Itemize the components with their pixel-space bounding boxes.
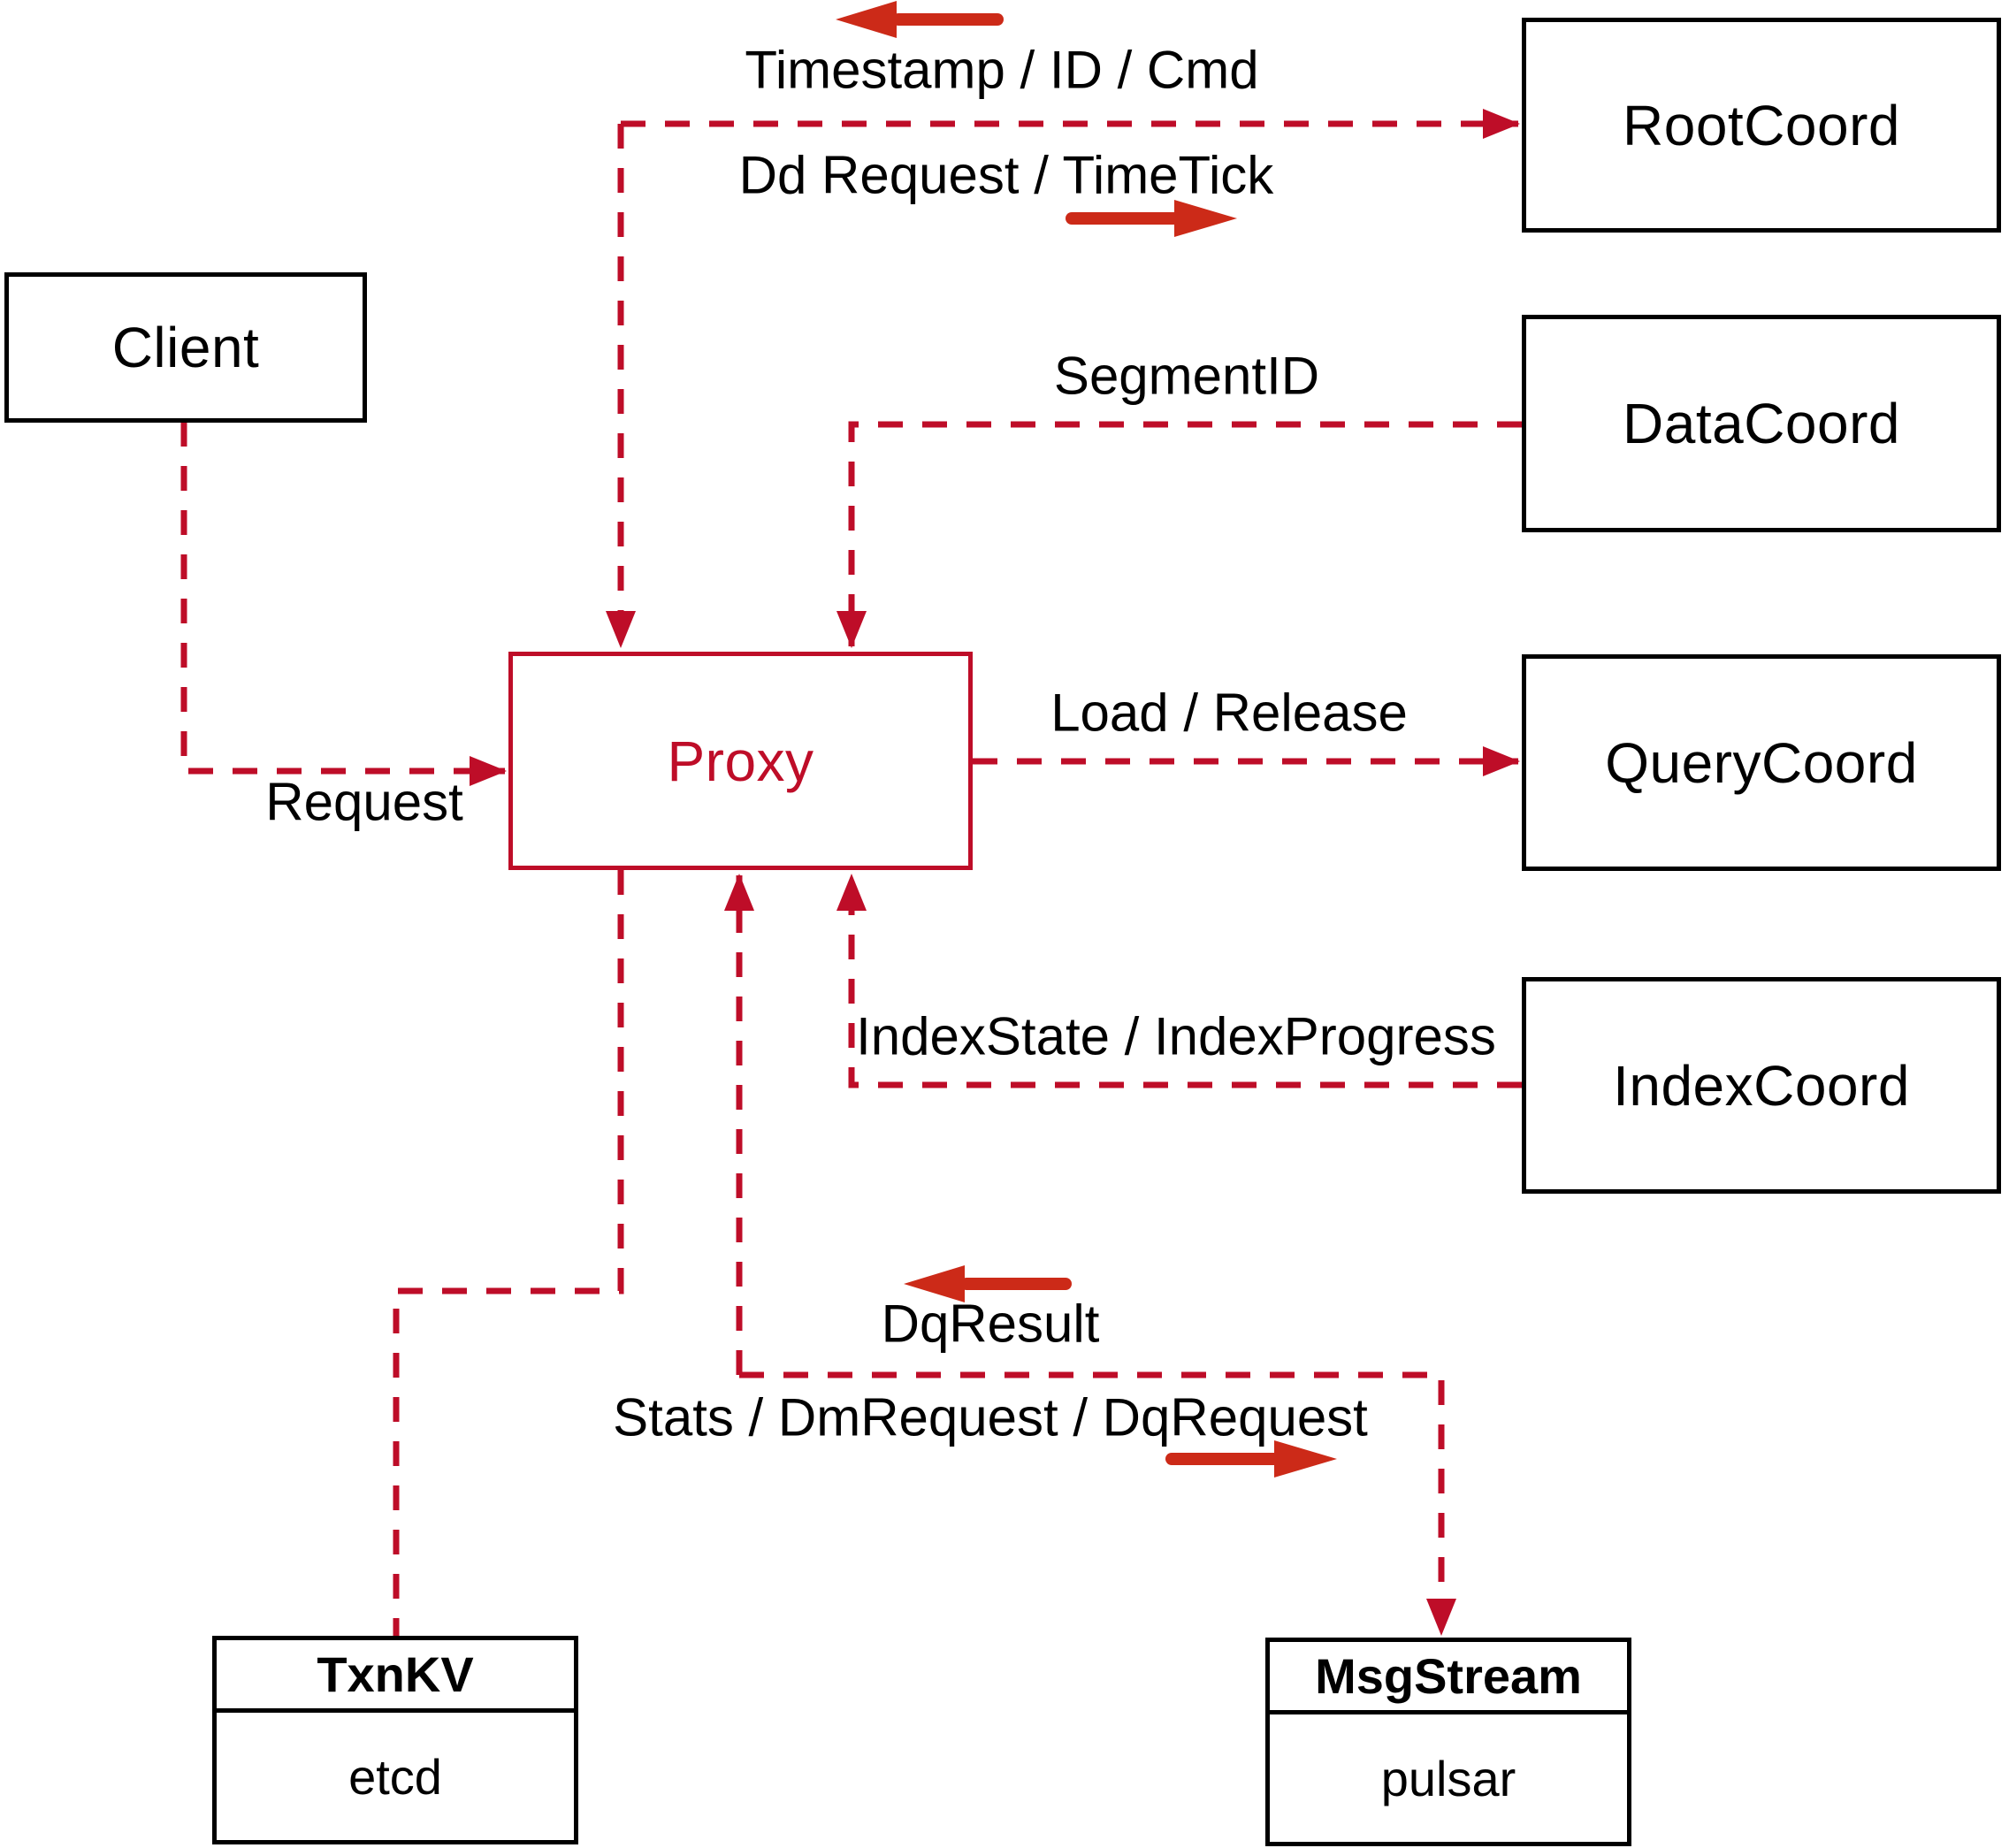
txnkv-subtitle: etcd: [348, 1748, 442, 1805]
client-to-proxy-connector: [180, 422, 507, 786]
proxy-to-msgstream-connector: [739, 1371, 1456, 1636]
edge-label-stats-dmrequest-dqrequest: Stats / DmRequest / DqRequest: [613, 1387, 1368, 1447]
client-label: Client: [111, 316, 260, 379]
edge-label-dqresult: DqResult: [881, 1294, 1100, 1354]
edge-label-load-release: Load / Release: [1050, 683, 1408, 743]
datacoord-to-proxy-connector: [836, 421, 1522, 648]
edge-label-dd-request-timetick: Dd Request / TimeTick: [738, 145, 1274, 205]
msgstream-node: MsgStream pulsar: [1265, 1638, 1631, 1846]
datacoord-label: DataCoord: [1623, 392, 1900, 455]
datacoord-node: DataCoord: [1522, 315, 2001, 532]
edge-label-indexstate-indexprogress: IndexState / IndexProgress: [856, 1006, 1496, 1066]
indexcoord-to-proxy-connector: [836, 874, 1522, 1088]
proxy-to-txnkv-connector: [393, 870, 624, 1636]
edge-label-timestamp-id-cmd: Timestamp / ID / Cmd: [745, 40, 1259, 100]
left-arrow-icon: [904, 1265, 1072, 1302]
msgstream-title: MsgStream: [1270, 1642, 1627, 1714]
msgstream-subtitle: pulsar: [1380, 1750, 1516, 1806]
rootcoord-node: RootCoord: [1522, 18, 2001, 233]
querycoord-node: QueryCoord: [1522, 654, 2001, 871]
rootcoord-label: RootCoord: [1623, 93, 1900, 157]
edge-label-request: Request: [265, 772, 463, 832]
right-arrow-icon: [1066, 200, 1237, 237]
indexcoord-label: IndexCoord: [1613, 1053, 1910, 1118]
right-arrow-icon: [1165, 1440, 1337, 1478]
txnkv-title: TxnKV: [217, 1640, 574, 1713]
edge-label-segment-id: SegmentID: [1053, 346, 1320, 406]
proxy-label: Proxy: [667, 729, 814, 793]
txnkv-node: TxnKV etcd: [212, 1636, 578, 1844]
client-node: Client: [4, 272, 367, 423]
left-arrow-icon: [836, 1, 1004, 38]
proxy-node: Proxy: [508, 652, 973, 870]
indexcoord-node: IndexCoord: [1522, 977, 2001, 1194]
querycoord-label: QueryCoord: [1605, 730, 1918, 795]
